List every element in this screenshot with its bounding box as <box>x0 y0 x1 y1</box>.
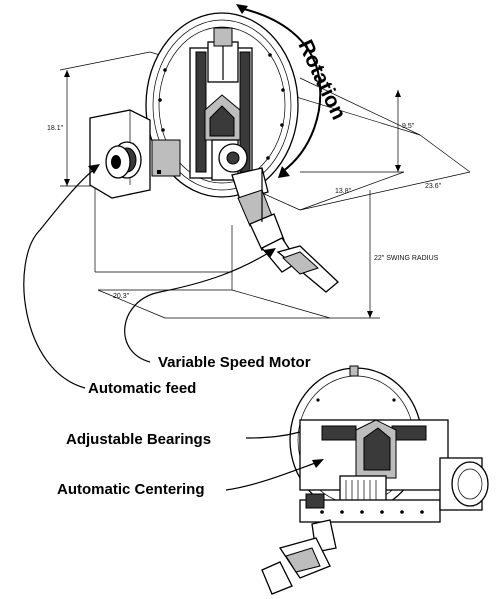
adjustable-bearings-label: Adjustable Bearings <box>66 431 211 448</box>
callout-leaders <box>23 164 324 491</box>
dimension-height-right: 9.5" <box>402 123 415 130</box>
dimension-depth-total: 23.6" <box>425 183 442 190</box>
automatic-centering-label: Automatic Centering <box>57 481 205 498</box>
top-assembly <box>59 4 471 319</box>
dimension-depth-mid: 13.8" <box>335 188 352 195</box>
dimension-swing-radius: 22" SWING RADIUS <box>374 255 439 262</box>
dimension-width-base: 20.3" <box>113 293 130 300</box>
rotation-label: Rotation <box>293 36 350 123</box>
automatic-feed-motor <box>89 109 181 199</box>
dimension-height-left: 18.1" <box>47 125 64 132</box>
rotary-head <box>145 12 299 198</box>
swing-arm <box>231 167 339 293</box>
variable-speed-motor-label: Variable Speed Motor <box>158 354 311 371</box>
rotation-arrow <box>236 4 322 178</box>
bottom-assembly <box>261 365 489 595</box>
automatic-feed-label: Automatic feed <box>88 380 196 397</box>
